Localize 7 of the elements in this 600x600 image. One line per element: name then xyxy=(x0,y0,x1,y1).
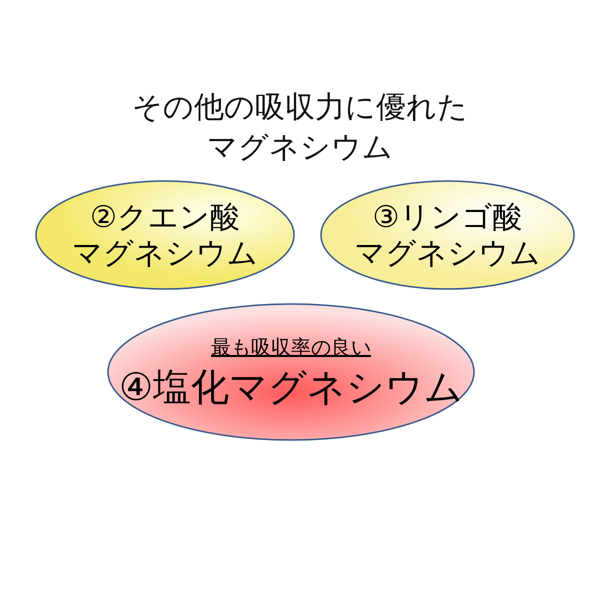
node-label: ④塩化マグネシウム xyxy=(118,365,464,409)
node-label: ③リンゴ酸マグネシウム xyxy=(354,200,542,272)
ellipse-node xyxy=(35,180,295,290)
node-label: ②クエン酸マグネシウム xyxy=(71,200,259,272)
title: その他の吸収力に優れたマグネシウム xyxy=(131,89,469,167)
ellipse-node xyxy=(107,303,475,441)
ellipse-node xyxy=(320,180,575,290)
